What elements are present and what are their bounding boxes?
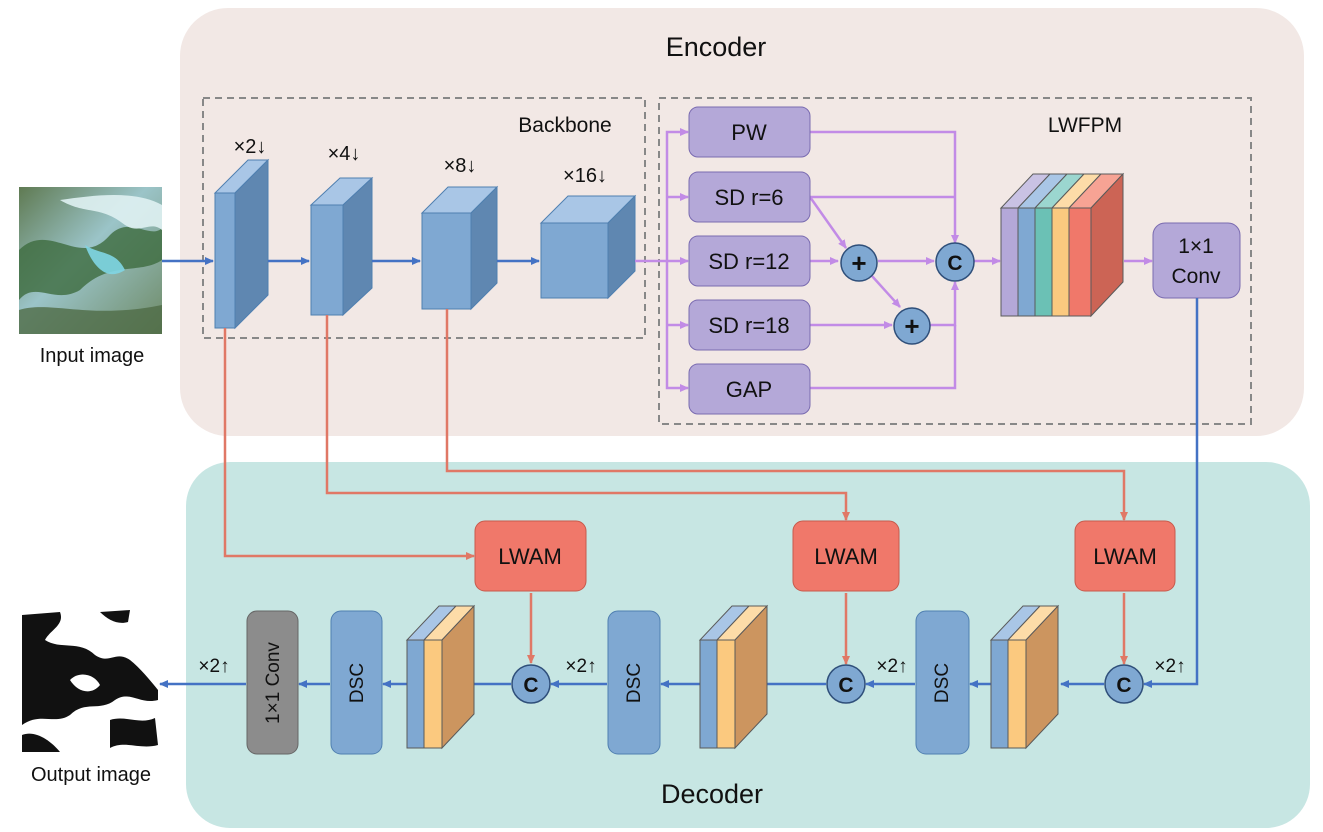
backbone-label: Backbone [518, 114, 611, 137]
concat-node-dec-3: C [1104, 664, 1144, 704]
scale-label-x4: ×4↓ [328, 143, 361, 165]
input-image [19, 187, 162, 334]
scale-label-x16: ×16↓ [563, 165, 607, 187]
dsc-block-1: DSC [330, 610, 383, 755]
svg-text:DSC: DSC [347, 663, 368, 703]
concat-node-dec-1: C [511, 664, 551, 704]
branch-label: GAP [726, 377, 772, 402]
scale-label-x2: ×2↓ [234, 136, 267, 158]
lwfpm-branch-gap: GAP [688, 363, 811, 415]
svg-text:1×1 Conv: 1×1 Conv [263, 642, 284, 724]
branch-label: SD r=18 [708, 313, 789, 338]
decoder-feature-map-3 [989, 604, 1060, 750]
decoder-feature-map-2 [698, 604, 769, 750]
svg-text:1×1: 1×1 [1178, 235, 1214, 258]
branch-label: SD r=12 [708, 249, 789, 274]
svg-text:DSC: DSC [624, 663, 645, 703]
lwfpm-branch-sd12: SD r=12 [688, 235, 811, 287]
add-node-2: + [893, 307, 931, 345]
svg-text:+: + [904, 311, 919, 341]
svg-text:C: C [838, 674, 853, 697]
final-conv-block: 1×1 Conv [246, 610, 299, 755]
output-image-label: Output image [31, 764, 151, 786]
svg-text:C: C [523, 674, 538, 697]
lwfpm-feature-stack [999, 172, 1125, 318]
upsample-label-3: ×2↑ [565, 656, 596, 677]
branch-label: PW [731, 120, 767, 145]
backbone-stage-4 [539, 194, 637, 300]
svg-text:LWAM: LWAM [498, 544, 562, 569]
upsample-label-1: ×2↑ [1154, 656, 1185, 677]
upsample-label-4: ×2↑ [198, 656, 229, 677]
backbone-stage-1 [213, 158, 270, 330]
backbone-stage-2 [309, 176, 374, 317]
decoder-title: Decoder [661, 779, 763, 809]
encoder-title: Encoder [666, 32, 767, 62]
output-image [19, 607, 159, 754]
backbone-stage-3 [420, 185, 499, 311]
svg-text:LWAM: LWAM [1093, 544, 1157, 569]
add-node-1: + [840, 244, 878, 282]
lwfpm-branch-pw: PW [688, 106, 811, 158]
lwfpm-branch-sd18: SD r=18 [688, 299, 811, 351]
svg-text:Conv: Conv [1171, 265, 1221, 288]
lwfpm-branch-sd6: SD r=6 [688, 171, 811, 223]
input-image-label: Input image [40, 345, 145, 367]
lwam-block-1: LWAM [474, 520, 587, 592]
lwfpm-label: LWFPM [1048, 114, 1122, 137]
concat-node-lwfpm: C [935, 242, 975, 282]
lwam-block-2: LWAM [792, 520, 900, 592]
svg-text:DSC: DSC [932, 663, 953, 703]
svg-text:LWAM: LWAM [814, 544, 878, 569]
lwfpm-arrows [635, 128, 1153, 392]
scale-label-x8: ×8↓ [444, 155, 477, 177]
conv-1x1-box: 1×1 Conv [1152, 222, 1241, 299]
svg-text:+: + [851, 248, 866, 278]
upsample-label-2: ×2↑ [876, 656, 907, 677]
dsc-block-3: DSC [915, 610, 970, 755]
branch-label: SD r=6 [714, 185, 783, 210]
lwam-block-3: LWAM [1074, 520, 1176, 592]
dsc-block-2: DSC [607, 610, 661, 755]
concat-node-dec-2: C [826, 664, 866, 704]
skip-connections [223, 309, 1128, 665]
decoder-feature-map-1 [405, 604, 476, 750]
svg-text:C: C [947, 252, 962, 275]
svg-text:C: C [1116, 674, 1131, 697]
backbone-group [202, 97, 646, 339]
